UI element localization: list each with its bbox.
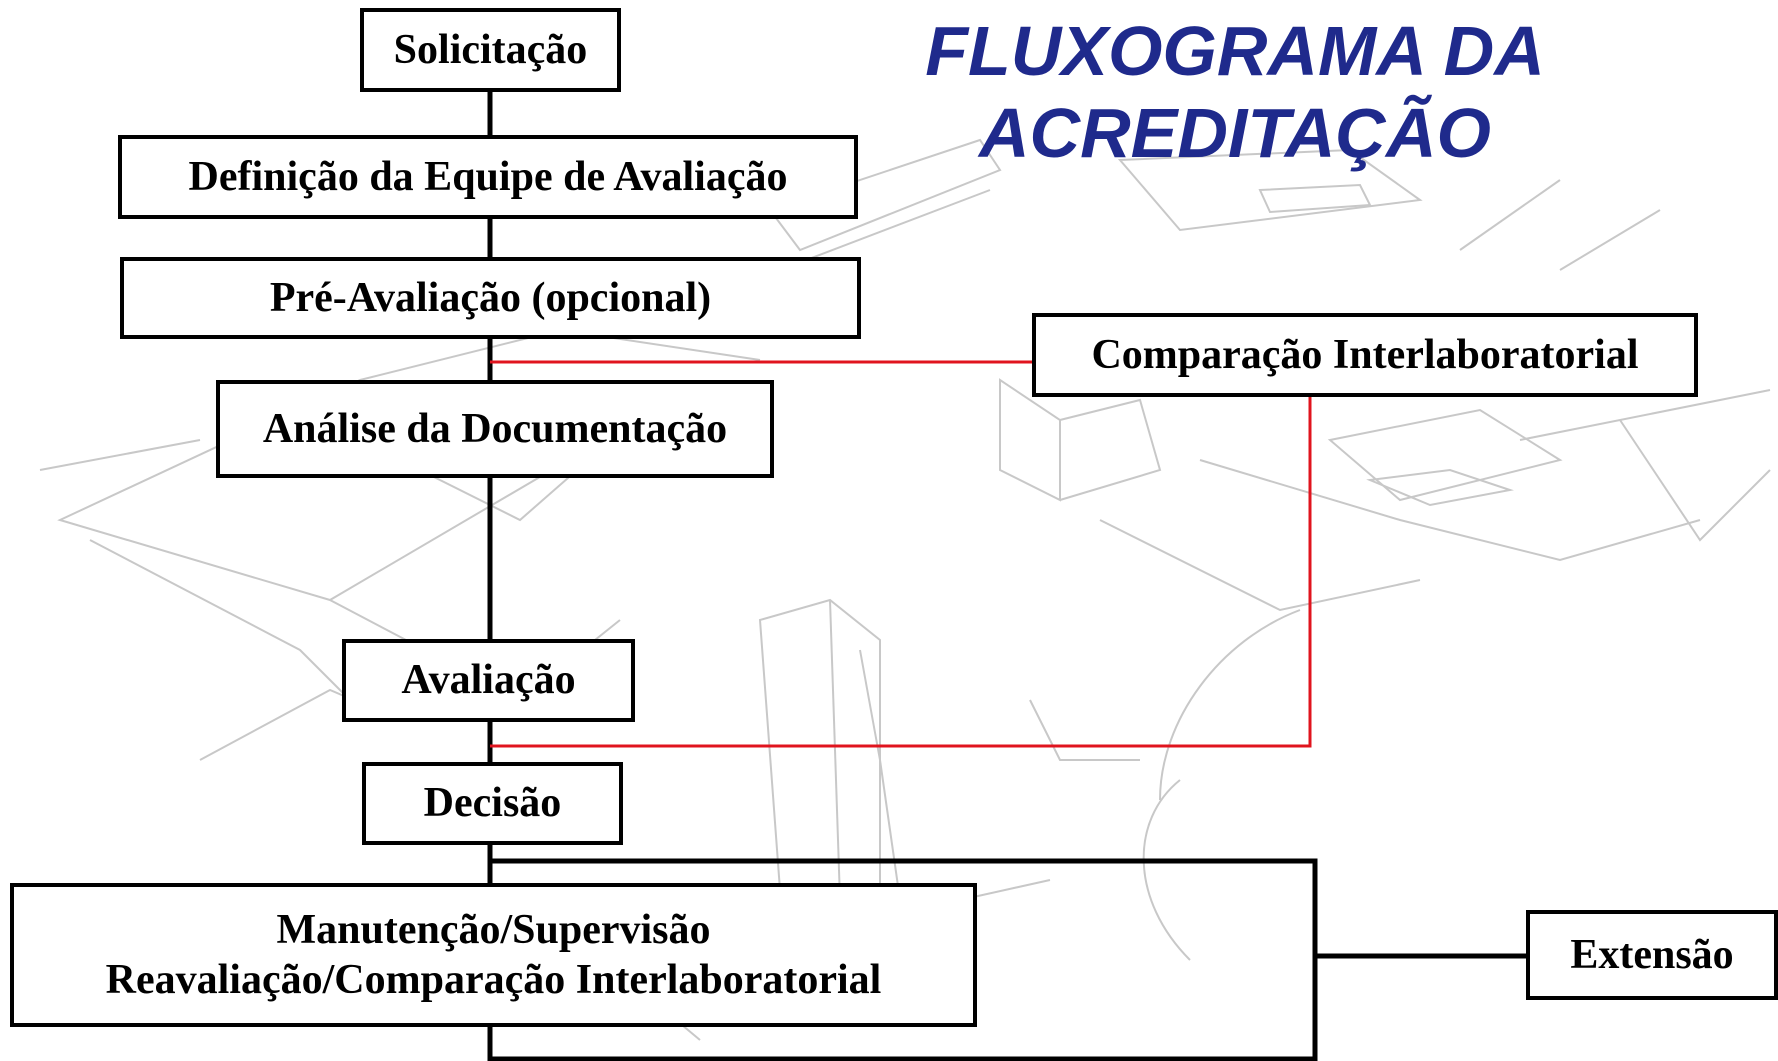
step-decisao-label: Decisão xyxy=(423,780,562,827)
connector-loop xyxy=(490,858,1318,1061)
step-comparacao-interlaboratorial-label: Comparação Interlaboratorial xyxy=(1091,331,1639,378)
title-line-2: ACREDITAÇÃO xyxy=(978,94,1491,172)
step-definicao-equipe-label: Definição da Equipe de Avaliação xyxy=(188,153,788,200)
step-avaliacao: Avaliação xyxy=(342,639,635,722)
step-manutencao-line2: Reavaliação/Comparação Interlaboratorial xyxy=(105,957,882,1003)
step-solicitacao-label: Solicitação xyxy=(393,26,588,73)
step-solicitacao: Solicitação xyxy=(360,8,621,92)
step-definicao-equipe: Definição da Equipe de Avaliação xyxy=(118,135,858,219)
step-avaliacao-label: Avaliação xyxy=(401,657,576,704)
step-extensao-label: Extensão xyxy=(1570,931,1734,978)
step-pre-avaliacao: Pré-Avaliação (opcional) xyxy=(120,257,861,339)
step-analise-documentacao: Análise da Documentação xyxy=(216,380,774,478)
step-manutencao-line1: Manutenção/Supervisão xyxy=(276,906,711,953)
step-analise-documentacao-label: Análise da Documentação xyxy=(262,405,728,452)
step-manutencao: Manutenção/Supervisão Reavaliação/Compar… xyxy=(10,883,977,1027)
step-extensao: Extensão xyxy=(1526,910,1778,1000)
step-comparacao-interlaboratorial: Comparação Interlaboratorial xyxy=(1032,313,1698,397)
diagram-title: FLUXOGRAMA DA ACREDITAÇÃO xyxy=(860,10,1610,174)
title-line-1: FLUXOGRAMA DA xyxy=(925,12,1545,90)
step-pre-avaliacao-label: Pré-Avaliação (opcional) xyxy=(269,274,712,321)
step-decisao: Decisão xyxy=(362,762,623,845)
connector-red-right xyxy=(490,395,1312,748)
